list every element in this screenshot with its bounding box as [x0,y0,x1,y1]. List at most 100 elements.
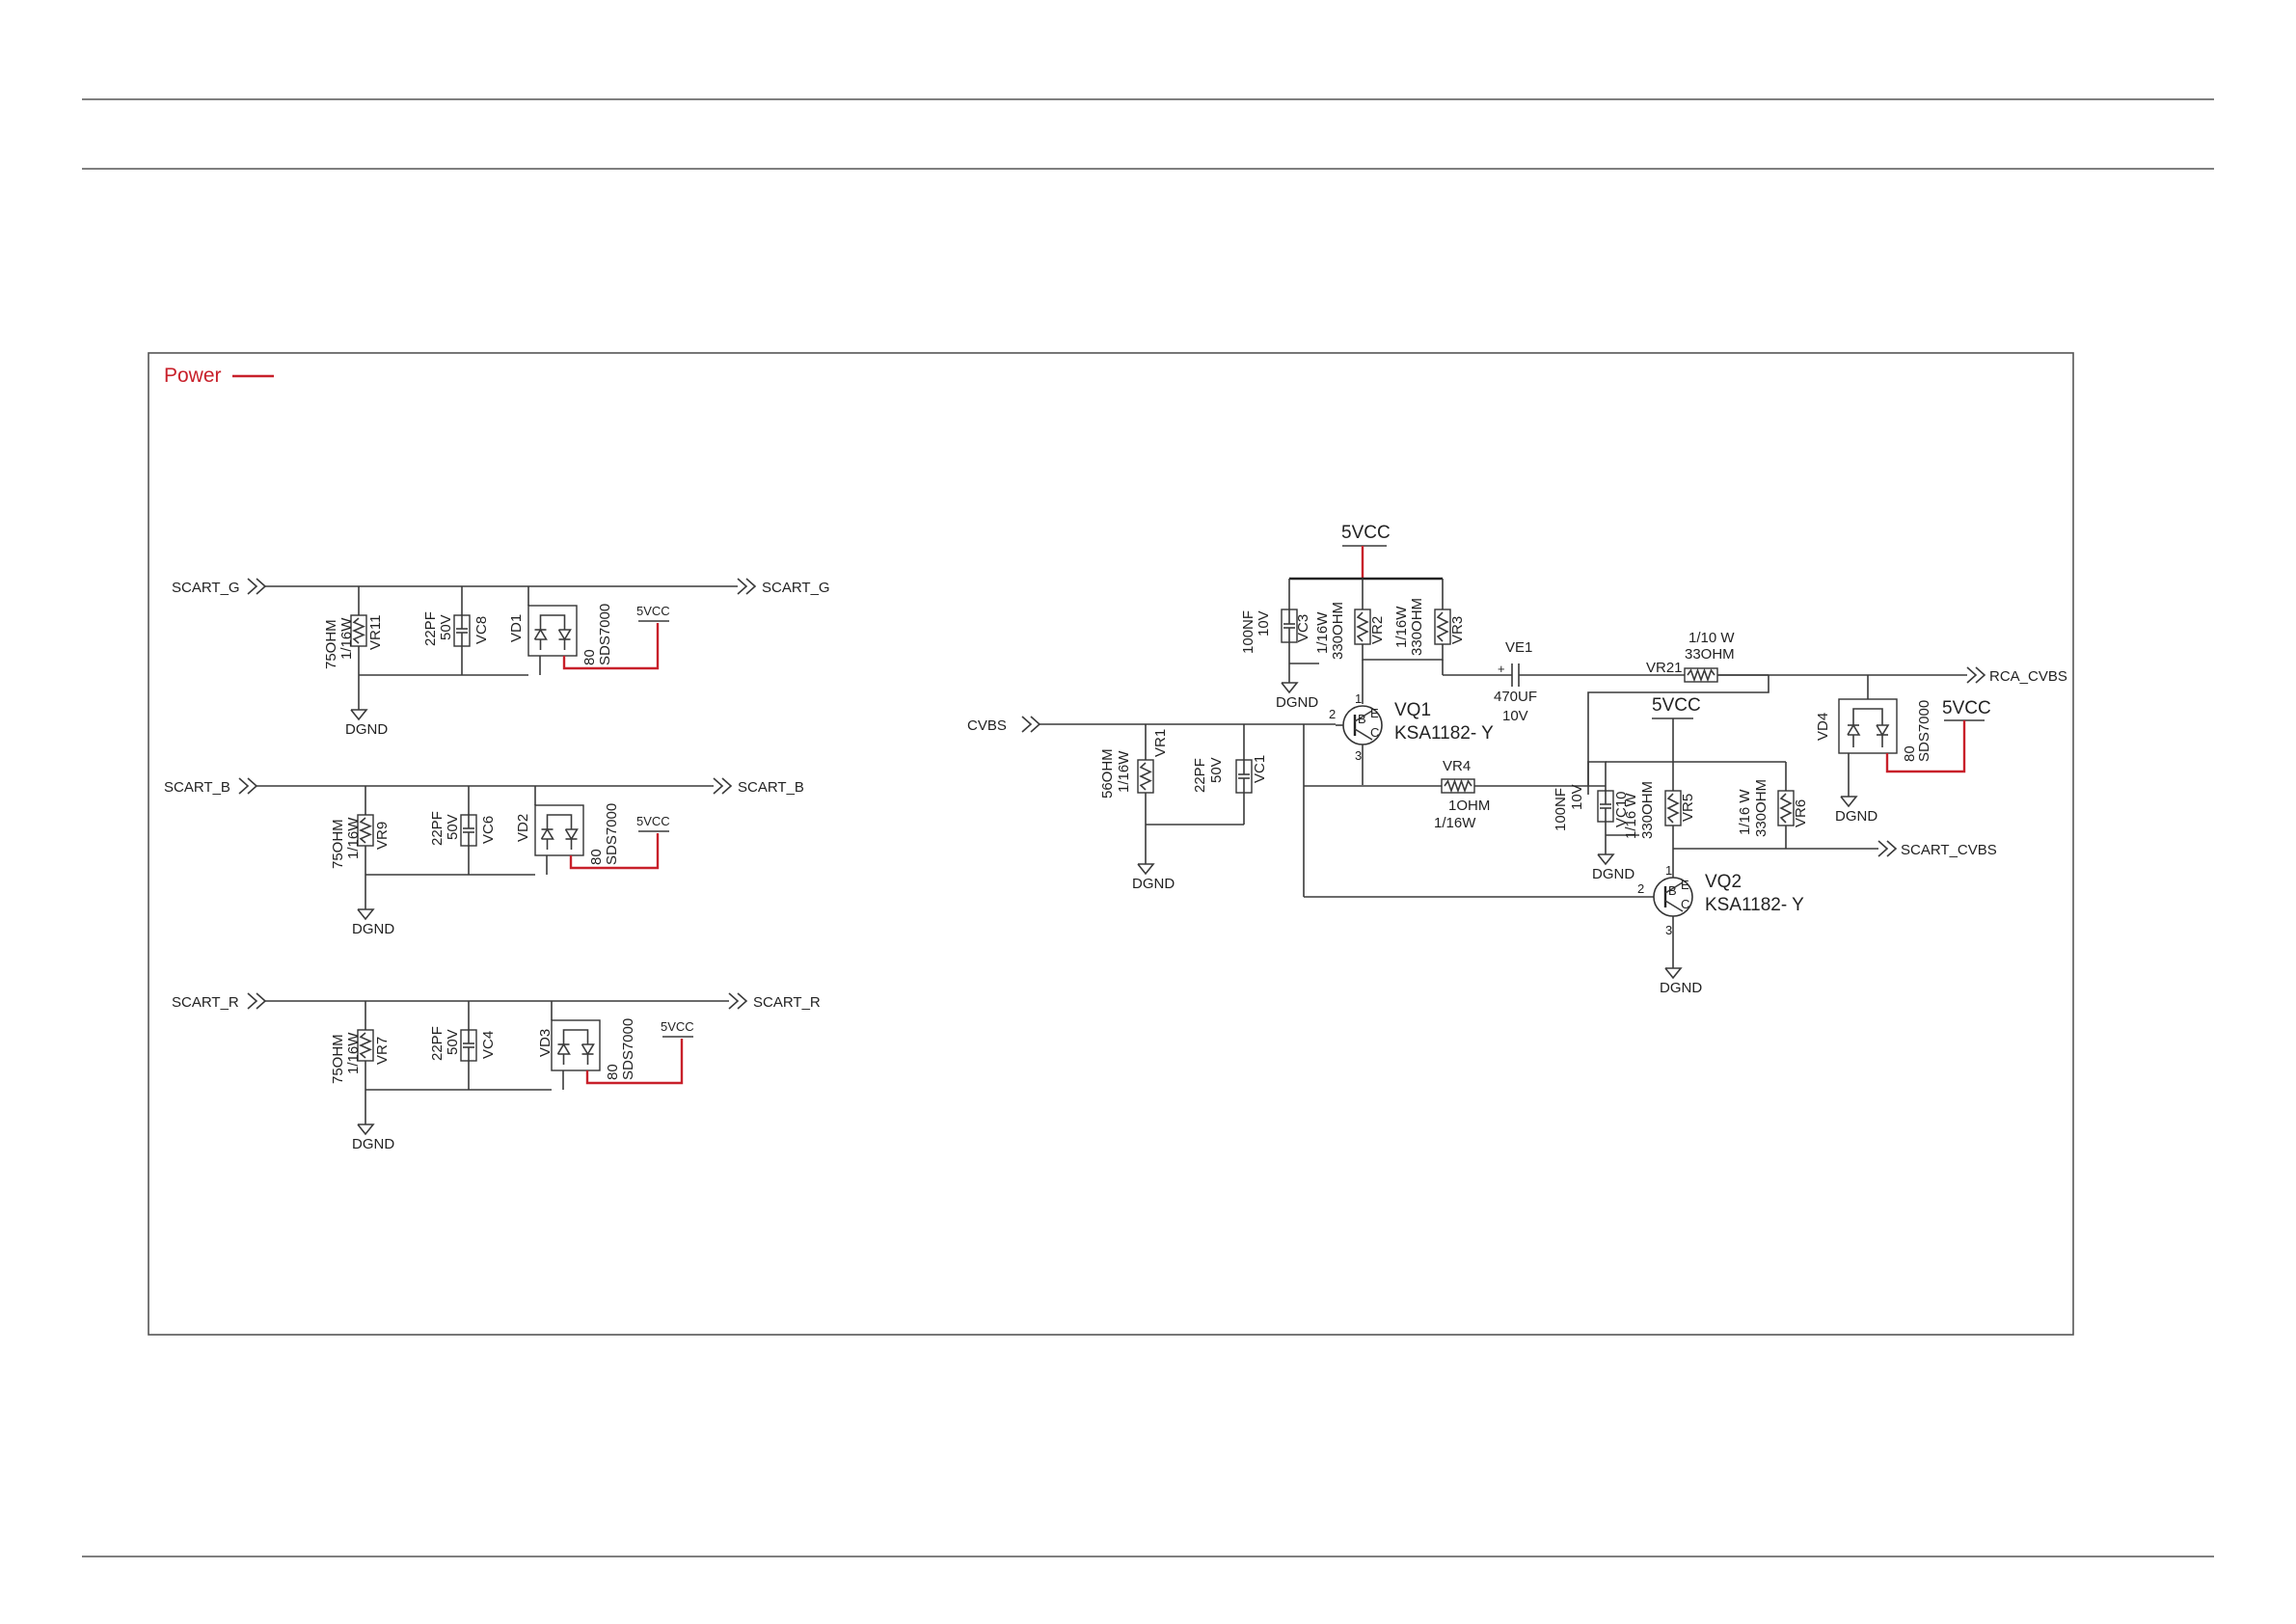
cap-value: 22PF [429,1026,446,1061]
resistor-vr5 [1664,790,1682,826]
rca-output-arrow [1975,666,1986,684]
transistor-vq2-collector [1664,900,1684,912]
capacitor-vc6 [460,814,477,847]
net-label-cvbs: CVBS [967,717,1007,734]
resistor-vr21 [1684,667,1718,683]
cap-ref: VC8 [473,616,490,644]
scart-cvbs-arrow [1877,840,1889,857]
capacitor-vc10 [1597,790,1614,823]
output-arrow [713,777,724,795]
resistor-vr6-zigzag [1779,793,1793,824]
output-arrow [737,578,748,595]
res-power: 1/16W [338,617,355,660]
resistor-vr11-zigzag [351,617,366,644]
resistor-vr5-zigzag [1666,793,1680,824]
diode-pack-vd3 [551,1019,601,1071]
vr6-ref: VR6 [1793,799,1809,827]
cvbs-input-arrow [1030,716,1041,733]
transistor-vq2-emitter [1664,881,1684,894]
res-ref: VR9 [374,822,391,850]
cap-ref: VC6 [480,816,497,844]
input-arrow [247,578,258,595]
ground-symbol [357,908,375,921]
vd4-num: 80 [1902,745,1918,762]
ground-vd4-symbol [1840,796,1858,808]
vc1-value: 22PF [1192,758,1208,793]
net-label-scart-cvbs: SCART_CVBS [1901,842,1997,858]
res-ref: VR7 [374,1037,391,1065]
resistor-vr9-zigzag [358,817,373,844]
ground-symbol [350,709,368,721]
ve1-value: 470UF [1494,689,1537,705]
vr3-value: 330OHM [1409,598,1425,656]
diode-pack-vd1 [527,605,578,657]
transistor-vq1-ref: VQ1 [1394,700,1431,720]
vr1-value: 56OHM [1099,748,1116,798]
res-value: 75OHM [323,619,339,669]
vcc-label: 5VCC [636,814,670,828]
vc3-ref: VC3 [1295,614,1311,642]
res-value: 75OHM [330,819,346,869]
res-value: 75OHM [330,1034,346,1084]
ground-label: DGND [352,1136,394,1152]
net-label-in: SCART_R [172,994,239,1011]
transistor-vq2-part: KSA1182- Y [1705,895,1804,915]
diode-pack-vd1-body [527,605,578,657]
ground-vc10-symbol [1597,853,1615,866]
ground-vc3-symbol [1281,682,1299,694]
vcc-label-2: 5VCC [1652,695,1701,716]
ground-symbol [357,1123,375,1136]
transistor-vq1-pin-e: E [1370,706,1379,720]
ground-vd4: DGND [1835,796,1877,825]
cap-voltage: 50V [445,814,461,840]
vc3-value: 100NF [1240,610,1256,654]
resistor-vr3 [1434,609,1451,645]
vr5-power: 1/16 W [1623,793,1639,839]
vq1-pin-3: 3 [1355,748,1362,763]
ground-vq2: DGND [1660,967,1702,996]
ground-label: DGND [345,721,388,738]
vr4-value: 1OHM [1448,798,1490,814]
vq2-pin-3: 3 [1665,923,1672,937]
vr-junction [1362,644,1444,661]
capacitor-vc8 [453,614,471,647]
vr5-ref: VR5 [1680,794,1696,822]
diode-num: 80 [581,649,598,665]
ve1-voltage: 10V [1502,708,1528,724]
transistor-vq1-emitter [1354,710,1373,722]
resistor-vr4-zigzag [1444,778,1472,794]
vcc-label-vd4: 5VCC [1942,698,1991,718]
vr21-power: 1/10 W [1688,630,1735,646]
vr21-value: 33OHM [1685,646,1735,663]
ground-vd4-label: DGND [1835,808,1877,825]
diode-ref: VD2 [515,814,531,842]
vr3-ref: VR3 [1449,616,1466,644]
vr4-node [1587,761,1607,786]
vq1-pin-2: 2 [1329,707,1336,721]
vr6-power: 1/16 W [1737,789,1753,835]
transistor-vq2-pin-e: E [1681,878,1689,892]
vc10-ref: VC10 [1613,791,1630,827]
diode-part: SDS7000 [620,1018,636,1080]
resistor-vr6 [1777,790,1795,826]
transistor-vq1-pin-c: C [1370,725,1379,740]
ground-vc3: DGND [1276,682,1318,711]
diode-part: SDS7000 [597,604,613,665]
vr1-ref: VR1 [1152,729,1169,757]
resistor-vr2 [1354,609,1371,645]
vr2-power: 1/16W [1314,611,1331,654]
vcc-label-top: 5VCC [1341,523,1391,543]
capacitor-vc1 [1235,759,1253,794]
power-wire [569,833,660,870]
vc10-voltage: 10V [1569,784,1585,810]
res-power: 1/16W [345,1032,362,1074]
diode-pack-vd4 [1838,698,1898,754]
vr1-power: 1/16W [1116,750,1132,793]
vq2-pin-2: 2 [1637,881,1644,896]
resistor-vr21-zigzag [1687,667,1715,683]
cap-ref: VC4 [480,1031,497,1059]
input-arrow [256,578,267,595]
